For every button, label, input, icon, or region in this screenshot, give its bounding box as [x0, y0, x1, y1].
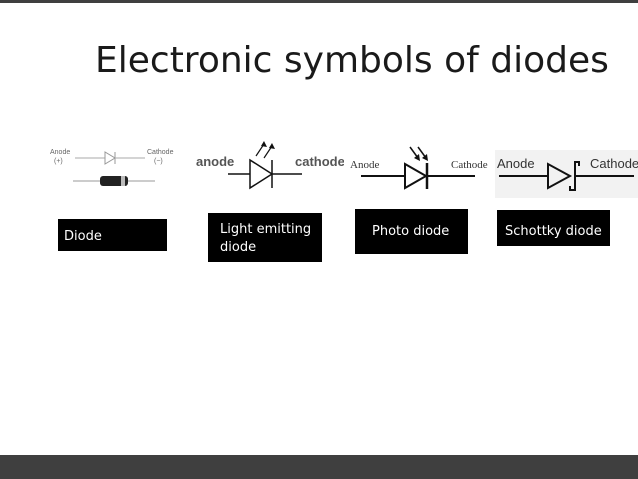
photodiode-light-arrows-icon — [409, 146, 428, 161]
photodiode-cathode-label: Cathode — [451, 159, 488, 171]
led-symbol-panel: anode cathode — [192, 136, 344, 196]
top-bar — [0, 0, 638, 3]
diode-cathode-label: Cathode — [147, 149, 174, 156]
photodiode-caption: Photo diode — [355, 209, 468, 254]
diode-triangle — [104, 151, 116, 165]
diode-caption-text: Diode — [64, 229, 102, 244]
schottky-symbol-panel: Anode Cathode — [495, 150, 638, 198]
led-caption-line2: diode — [220, 240, 257, 255]
schottky-symbol: Anode Cathode — [497, 156, 638, 191]
photodiode-symbol-panel: Anode Cathode — [347, 142, 490, 194]
schottky-caption-text: Schottky diode — [505, 224, 602, 239]
bottom-bar — [0, 455, 638, 479]
slide-title: Electronic symbols of diodes — [95, 40, 609, 81]
schottky-cathode-label: Cathode — [590, 156, 638, 171]
diode-component-band — [121, 176, 125, 186]
led-symbol: anode cathode — [196, 141, 344, 190]
led-caption-line1: Light emitting — [220, 222, 312, 237]
photodiode-caption-text: Photo diode — [372, 224, 450, 239]
diode-symbol: Anode (+) Cathode (−) — [50, 149, 174, 186]
diode-anode-sign: (+) — [54, 158, 63, 165]
led-cathode-label: cathode — [295, 154, 344, 169]
schottky-triangle — [547, 162, 573, 190]
photodiode-symbol: Anode Cathode — [350, 146, 488, 190]
led-emission-arrows-icon — [255, 141, 275, 159]
photodiode-triangle — [404, 162, 429, 190]
schottky-anode-label: Anode — [497, 156, 535, 171]
diode-symbol-panel: Anode (+) Cathode (−) — [45, 143, 185, 193]
schottky-caption: Schottky diode — [497, 210, 610, 246]
led-caption: Light emitting diode — [208, 213, 322, 262]
photodiode-anode-label: Anode — [350, 159, 379, 171]
led-triangle — [249, 158, 274, 190]
led-anode-label: anode — [196, 154, 234, 169]
schottky-bar-hook — [575, 161, 580, 166]
diode-anode-label: Anode — [50, 149, 70, 156]
diode-caption: Diode — [58, 219, 167, 251]
diode-cathode-sign: (−) — [154, 158, 163, 165]
